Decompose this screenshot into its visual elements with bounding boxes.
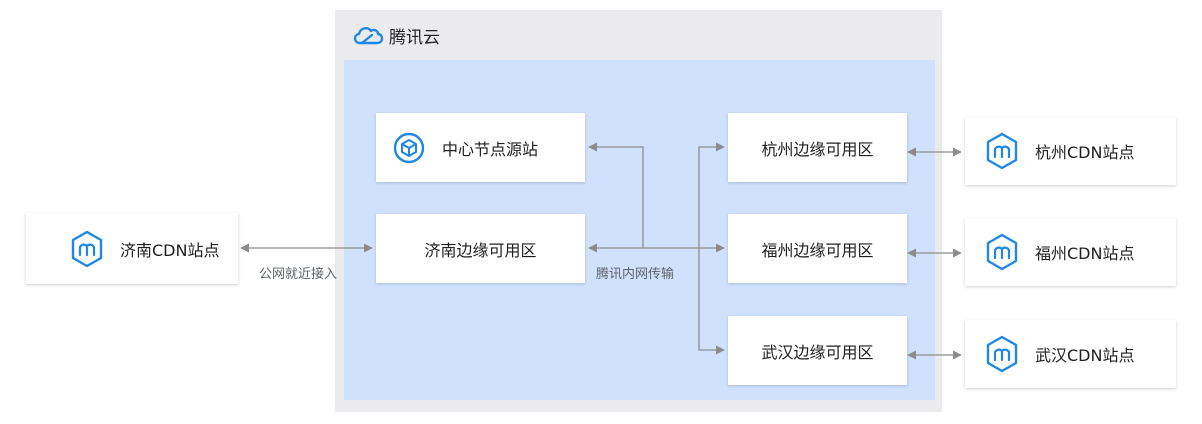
node-fuzhou-edge-zone[interactable]: 福州边缘可用区 [728, 214, 907, 283]
tencent-cloud-logo-icon [353, 26, 384, 45]
cdn-site-icon [986, 132, 1018, 170]
internal-transfer-label: 腾讯内网传输 [596, 267, 675, 282]
node-label: 济南CDN站点 [120, 240, 220, 260]
node-label: 福州边缘可用区 [761, 240, 874, 260]
node-hangzhou-edge-zone[interactable]: 杭州边缘可用区 [728, 113, 907, 182]
node-label: 福州CDN站点 [1035, 244, 1135, 263]
cdn-site-icon [986, 233, 1018, 271]
brand: 腾讯云 [351, 22, 440, 48]
node-label: 杭州CDN站点 [1035, 143, 1135, 162]
node-label: 武汉CDN站点 [1035, 346, 1135, 365]
node-wuhan-edge-zone[interactable]: 武汉边缘可用区 [728, 316, 907, 385]
node-jinan-edge-zone[interactable]: 济南边缘可用区 [376, 214, 585, 283]
cdn-site-icon [986, 335, 1018, 373]
node-jinan-cdn[interactable]: 济南CDN站点 [26, 213, 238, 284]
node-fuzhou-cdn[interactable]: 福州CDN站点 [965, 218, 1176, 286]
origin-server-icon [393, 132, 425, 163]
brand-name: 腾讯云 [389, 27, 440, 48]
node-wuhan-cdn[interactable]: 武汉CDN站点 [965, 320, 1176, 388]
node-label: 杭州边缘可用区 [761, 139, 874, 159]
cdn-site-icon [71, 230, 103, 267]
node-label: 武汉边缘可用区 [761, 342, 874, 362]
public-access-label: 公网就近接入 [259, 267, 338, 282]
node-label: 中心节点源站 [442, 139, 539, 159]
node-hangzhou-cdn[interactable]: 杭州CDN站点 [965, 117, 1176, 185]
node-label: 济南边缘可用区 [424, 240, 537, 260]
node-origin-server[interactable]: 中心节点源站 [376, 113, 585, 182]
